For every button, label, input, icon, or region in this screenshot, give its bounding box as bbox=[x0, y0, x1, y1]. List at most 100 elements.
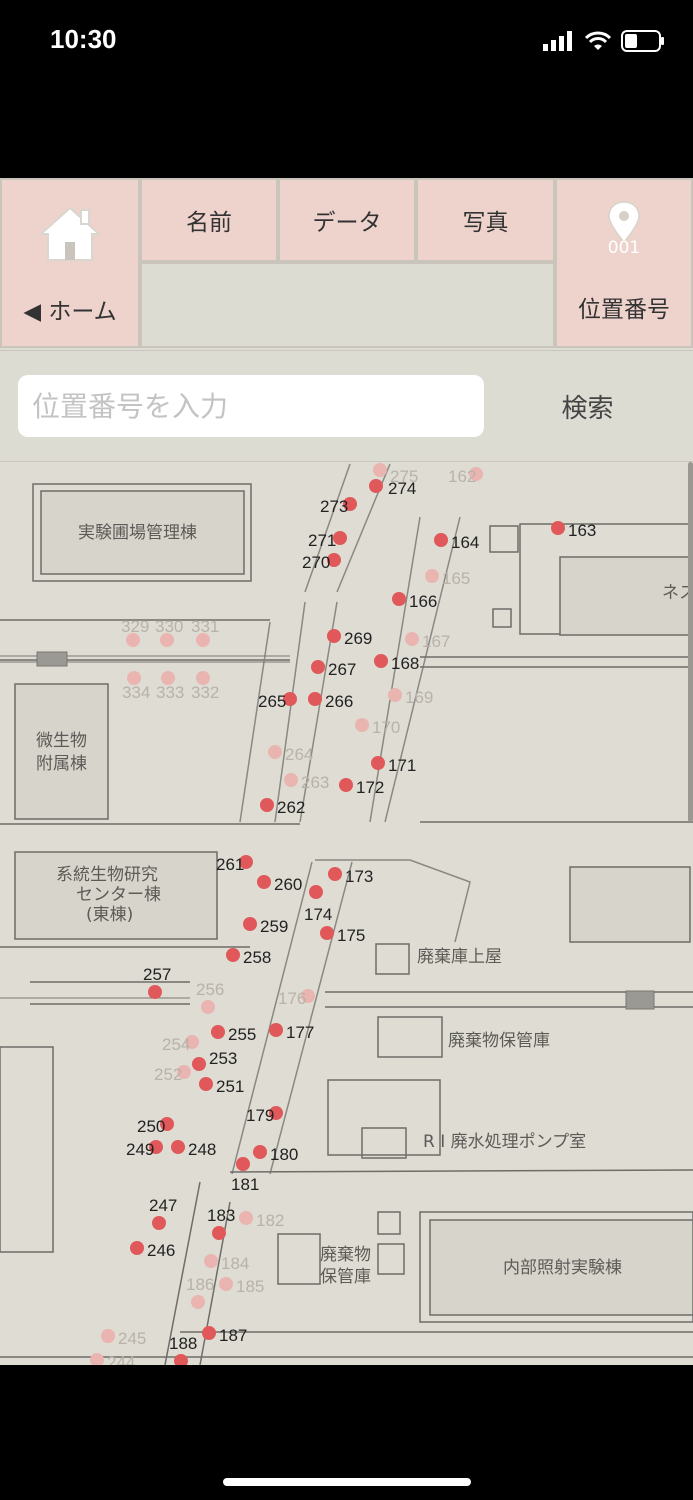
location-marker-176[interactable] bbox=[301, 989, 315, 1003]
location-marker-188[interactable] bbox=[174, 1354, 188, 1365]
location-marker-251[interactable] bbox=[199, 1077, 213, 1091]
location-marker-333[interactable] bbox=[161, 671, 175, 685]
location-marker-177[interactable] bbox=[269, 1023, 283, 1037]
location-marker-255[interactable] bbox=[211, 1025, 225, 1039]
location-marker-184[interactable] bbox=[204, 1254, 218, 1268]
marker-label-181: 181 bbox=[231, 1175, 259, 1194]
location-marker-256[interactable] bbox=[201, 1000, 215, 1014]
battery-icon bbox=[621, 30, 664, 52]
location-marker-244[interactable] bbox=[90, 1353, 104, 1365]
location-marker-170[interactable] bbox=[355, 718, 369, 732]
location-marker-249[interactable] bbox=[149, 1140, 163, 1154]
home-label: ◀ ホーム bbox=[23, 299, 117, 325]
location-marker-331[interactable] bbox=[196, 633, 210, 647]
location-marker-250[interactable] bbox=[160, 1117, 174, 1131]
location-marker-258[interactable] bbox=[226, 948, 240, 962]
marker-label-186: 186 bbox=[186, 1275, 214, 1294]
location-marker-247[interactable] bbox=[152, 1216, 166, 1230]
location-marker-329[interactable] bbox=[126, 633, 140, 647]
map-drawing: 実験圃場管理棟 微生物 附属棟 系統生物研究 センター棟 (東棟) 廃棄庫上屋 … bbox=[0, 463, 693, 1365]
location-marker-183[interactable] bbox=[212, 1226, 226, 1240]
location-marker-266[interactable] bbox=[308, 692, 322, 706]
marker-label-173: 173 bbox=[345, 867, 373, 886]
location-marker-261[interactable] bbox=[239, 855, 253, 869]
status-bar: 10:30 bbox=[0, 0, 693, 90]
location-marker-253[interactable] bbox=[192, 1057, 206, 1071]
building-label: 微生物 bbox=[36, 731, 87, 751]
building-label: 附属棟 bbox=[36, 754, 87, 774]
location-marker-267[interactable] bbox=[311, 660, 325, 674]
location-marker-245[interactable] bbox=[101, 1329, 115, 1343]
position-label: 位置番号 bbox=[578, 297, 670, 323]
location-marker-254[interactable] bbox=[185, 1035, 199, 1049]
marker-label-330: 330 bbox=[155, 617, 183, 636]
location-marker-181[interactable] bbox=[236, 1157, 250, 1171]
marker-label-253: 253 bbox=[209, 1049, 237, 1068]
location-marker-162[interactable] bbox=[469, 467, 483, 481]
home-button[interactable]: ◀ ホーム bbox=[0, 178, 140, 348]
location-marker-265[interactable] bbox=[283, 692, 297, 706]
marker-label-174: 174 bbox=[304, 905, 332, 924]
location-marker-166[interactable] bbox=[392, 592, 406, 606]
location-marker-168[interactable] bbox=[374, 654, 388, 668]
marker-label-182: 182 bbox=[256, 1211, 284, 1230]
marker-label-256: 256 bbox=[196, 980, 224, 999]
location-marker-185[interactable] bbox=[219, 1277, 233, 1291]
location-marker-264[interactable] bbox=[268, 745, 282, 759]
marker-label-177: 177 bbox=[286, 1023, 314, 1042]
location-marker-248[interactable] bbox=[171, 1140, 185, 1154]
location-marker-179[interactable] bbox=[269, 1106, 283, 1120]
location-marker-274[interactable] bbox=[369, 479, 383, 493]
home-indicator[interactable] bbox=[223, 1478, 471, 1486]
location-marker-187[interactable] bbox=[202, 1326, 216, 1340]
tab-photo[interactable]: 写真 bbox=[416, 178, 555, 262]
location-marker-246[interactable] bbox=[130, 1241, 144, 1255]
search-button[interactable]: 検索 bbox=[561, 393, 614, 424]
marker-label-263: 263 bbox=[301, 773, 329, 792]
location-marker-172[interactable] bbox=[339, 778, 353, 792]
marker-label-261: 261 bbox=[216, 855, 244, 874]
location-marker-330[interactable] bbox=[160, 633, 174, 647]
marker-label-331: 331 bbox=[191, 617, 219, 636]
location-marker-263[interactable] bbox=[284, 773, 298, 787]
position-number-button[interactable]: 001 位置番号 bbox=[555, 178, 693, 348]
campus-map[interactable]: 実験圃場管理棟 微生物 附属棟 系統生物研究 センター棟 (東棟) 廃棄庫上屋 … bbox=[0, 462, 693, 1365]
location-marker-259[interactable] bbox=[243, 917, 257, 931]
location-marker-186[interactable] bbox=[191, 1295, 205, 1309]
building-label: 内部照射実験棟 bbox=[503, 1258, 622, 1278]
marker-label-249: 249 bbox=[126, 1140, 154, 1159]
location-marker-273[interactable] bbox=[343, 497, 357, 511]
marker-label-274: 274 bbox=[388, 479, 416, 498]
location-marker-252[interactable] bbox=[177, 1065, 191, 1079]
marker-label-252: 252 bbox=[154, 1065, 182, 1084]
location-marker-257[interactable] bbox=[148, 985, 162, 999]
location-marker-171[interactable] bbox=[371, 756, 385, 770]
marker-label-185: 185 bbox=[236, 1277, 264, 1296]
location-marker-164[interactable] bbox=[434, 533, 448, 547]
location-marker-275[interactable] bbox=[373, 463, 387, 477]
location-marker-260[interactable] bbox=[257, 875, 271, 889]
location-marker-169[interactable] bbox=[388, 688, 402, 702]
location-marker-165[interactable] bbox=[425, 569, 439, 583]
location-marker-163[interactable] bbox=[551, 521, 565, 535]
location-marker-262[interactable] bbox=[260, 798, 274, 812]
location-marker-167[interactable] bbox=[405, 632, 419, 646]
location-marker-175[interactable] bbox=[320, 926, 334, 940]
position-search-input[interactable] bbox=[18, 375, 484, 437]
tab-data[interactable]: データ bbox=[278, 178, 416, 262]
building-label: 実験圃場管理棟 bbox=[78, 523, 197, 543]
location-marker-334[interactable] bbox=[127, 671, 141, 685]
location-marker-269[interactable] bbox=[327, 629, 341, 643]
location-marker-332[interactable] bbox=[196, 671, 210, 685]
tab-name[interactable]: 名前 bbox=[140, 178, 278, 262]
location-marker-180[interactable] bbox=[253, 1145, 267, 1159]
marker-label-176: 176 bbox=[278, 989, 306, 1008]
marker-label-247: 247 bbox=[149, 1196, 177, 1215]
map-scrollbar[interactable] bbox=[688, 462, 693, 822]
location-marker-182[interactable] bbox=[239, 1211, 253, 1225]
location-marker-270[interactable] bbox=[327, 553, 341, 567]
location-marker-173[interactable] bbox=[328, 867, 342, 881]
location-marker-174[interactable] bbox=[309, 885, 323, 899]
location-marker-271[interactable] bbox=[333, 531, 347, 545]
building-label: センター棟 bbox=[76, 885, 161, 905]
